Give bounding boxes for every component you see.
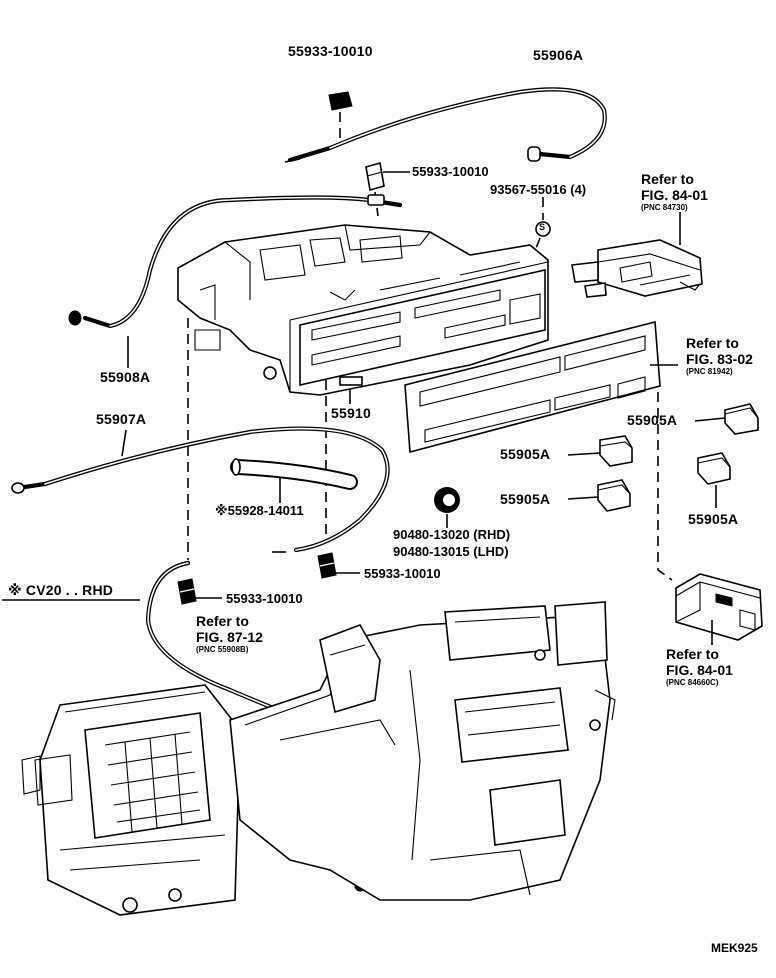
ref-84660c-line1: Refer to [666,646,719,662]
heater-control-panel-81942 [404,320,661,454]
part-number-90480-lhd: 90480-13015 (LHD) [393,544,509,559]
part-number-55905a-left-bottom: 55905A [500,491,551,507]
drawing-code: MEK925 [711,941,758,955]
clip-55933-top [328,91,353,111]
knob-55905a-2 [724,403,759,435]
clip-55933-fourth [177,578,197,605]
part-number-55905a-left-top: 55905A [500,446,551,462]
knob-55905a-1 [599,435,633,467]
clip-55933-third [317,552,337,579]
condition-note: ※ CV20 . . RHD [8,582,114,598]
ref-55908b-line2: FIG. 87-12 [196,629,263,645]
hose-55928-14011 [230,458,358,490]
cable-55908a [68,194,403,329]
defogger-switch-84660c [675,573,763,641]
clip-55933-second [365,161,385,192]
knob-55905a-3 [597,479,631,512]
part-number-93567: 93567-55016 (4) [490,182,587,197]
ref-84660c-pnc: (PNC 84660C) [666,678,719,687]
grommet-90480 [434,487,460,513]
part-number-55905a-right-bottom: 55905A [688,511,739,527]
part-number-55907a: 55907A [96,411,147,427]
heater-unit [21,601,616,916]
ref-84660c-line2: FIG. 84-01 [666,662,733,678]
ref-81942-line1: Refer to [686,335,739,351]
ref-55908b-pnc: (PNC 55908B) [196,645,249,654]
part-number-55933-top: 55933-10010 [288,43,373,59]
ref-84730-line1: Refer to [641,171,694,187]
knob-55905a-4 [697,452,731,485]
cable-55907a [11,426,390,553]
part-number-55933-second: 55933-10010 [412,164,489,179]
cable-55906a [284,87,607,163]
part-number-55910: 55910 [331,405,371,421]
part-number-55933-fourth: 55933-10010 [226,591,303,606]
ref-84730-pnc: (PNC 84730) [641,203,688,212]
ref-55908b-line1: Refer to [196,613,249,629]
ref-81942-pnc: (PNC 81942) [686,367,733,376]
screw-symbol-s: S [539,222,546,232]
screw-s-symbol [535,221,551,237]
part-number-55905a-right-top: 55905A [627,412,678,428]
ref-84730-line2: FIG. 84-01 [641,187,708,203]
heater-control-assembly-55910 [177,224,549,396]
part-number-55906a: 55906A [533,47,584,63]
part-number-55928: ※55928-14011 [215,503,304,518]
blower-switch-84730 [571,239,703,298]
ref-81942-line2: FIG. 83-02 [686,351,753,367]
part-number-55933-third: 55933-10010 [364,566,441,581]
part-number-55908a: 55908A [100,369,151,385]
part-number-90480-rhd: 90480-13020 (RHD) [393,527,511,542]
